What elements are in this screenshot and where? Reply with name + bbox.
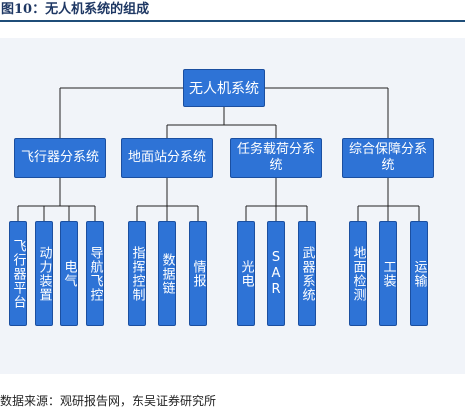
leaf-node-sar: SAR (267, 221, 285, 326)
leaf-label: 光电 (238, 259, 254, 288)
leaf-label: 工装 (380, 259, 396, 288)
leaf-node-intelligence: 情报 (189, 221, 207, 326)
figure-title: 图10：无人机系统的组成 (1, 2, 150, 17)
leaf-label: 动力装置 (36, 245, 52, 302)
leaf-node-datalink: 数据链 (158, 221, 176, 326)
leaf-node-ground-testing: 地面检测 (349, 221, 367, 326)
leaf-node-command-control: 指挥控制 (128, 221, 146, 326)
leaf-label: 飞行器平台 (10, 238, 26, 309)
subsystem-label: 综合保障分系统 (349, 142, 428, 173)
subsystem-label: 地面站分系统 (128, 150, 207, 165)
leaf-node-weapon-system: 武器系统 (298, 221, 316, 326)
leaf-node-transport: 运输 (410, 221, 428, 326)
subsystem-node-support: 综合保障分系统 (342, 138, 434, 178)
leaf-label: 电气 (61, 259, 77, 288)
leaf-label: 数据链 (159, 252, 175, 295)
leaf-label: 运输 (411, 259, 427, 288)
leaf-node-electrical: 电气 (60, 221, 78, 326)
root-node: 无人机系统 (183, 69, 265, 107)
subsystem-label: 任务载荷分系统 (237, 142, 316, 173)
root-node-label: 无人机系统 (189, 81, 259, 97)
subsystem-node-aircraft: 飞行器分系统 (14, 138, 106, 178)
leaf-node-propulsion: 动力装置 (35, 221, 53, 326)
subsystem-node-ground-station: 地面站分系统 (121, 138, 213, 178)
figure-source: 数据来源：观研报告网，东吴证券研究所 (0, 394, 217, 408)
subsystem-label: 飞行器分系统 (21, 150, 100, 165)
leaf-label: SAR (268, 249, 284, 298)
leaf-label: 导航飞控 (87, 245, 103, 302)
leaf-node-electro-optical: 光电 (237, 221, 255, 326)
figure-header: 图10：无人机系统的组成 (0, 0, 465, 22)
leaf-node-tooling: 工装 (379, 221, 397, 326)
leaf-label: 地面检测 (350, 245, 366, 302)
leaf-label: 指挥控制 (129, 245, 145, 302)
leaf-node-airframe: 飞行器平台 (9, 221, 27, 326)
leaf-label: 武器系统 (299, 245, 315, 302)
leaf-label: 情报 (190, 259, 206, 288)
subsystem-node-payload: 任务载荷分系统 (230, 138, 322, 178)
leaf-node-nav-flight-control: 导航飞控 (86, 221, 104, 326)
